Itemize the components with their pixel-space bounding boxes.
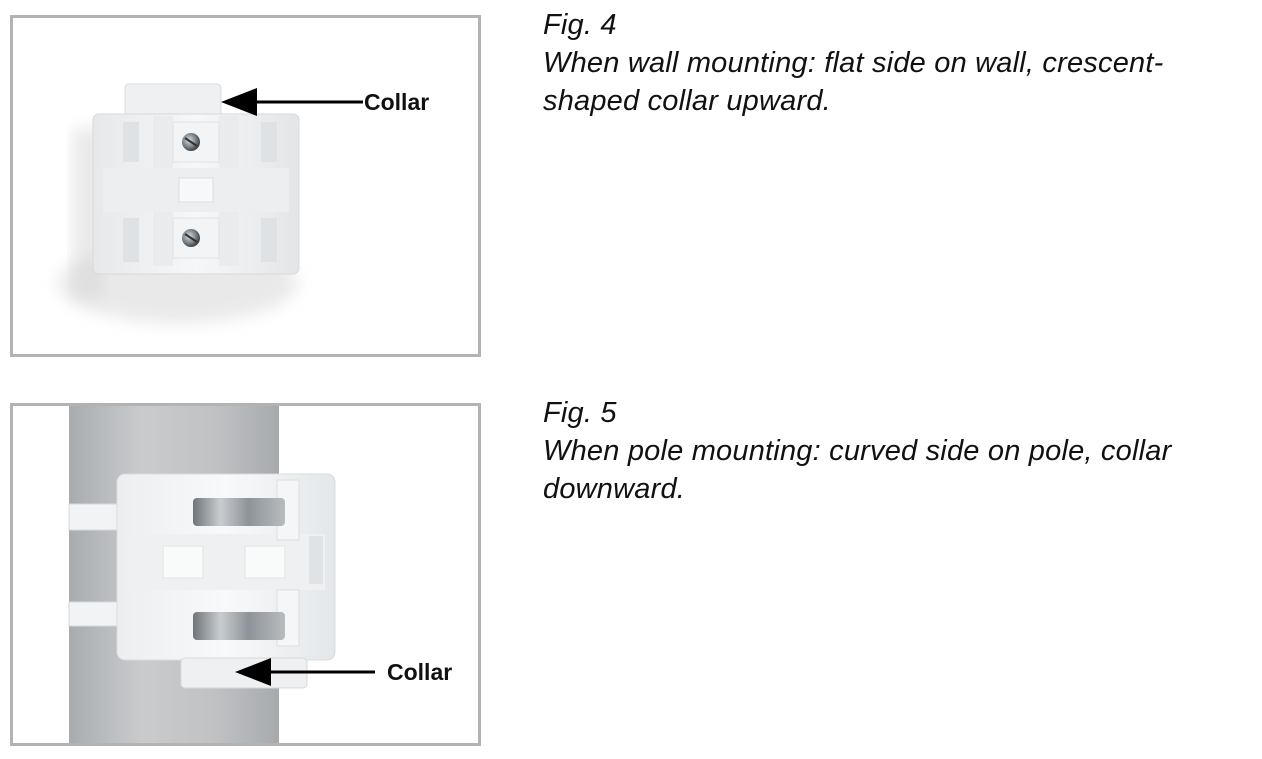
wall-bracket-illustration [58,83,363,323]
figure-4-image: Collar [10,15,481,357]
figure-4-number: Fig. 4 [543,9,617,41]
arrow-left-icon [221,88,257,116]
figure-5-caption: Fig. 5 When pole mounting: curved side o… [543,394,1243,508]
figure-5-number: Fig. 5 [543,397,617,429]
metal-band [193,612,285,640]
figure-5-image: Collar [10,403,481,746]
collar-label: Collar [364,89,430,115]
collar-label: Collar [387,659,453,685]
figure-5-caption-line-2: downward. [543,473,686,505]
figure-4-caption-line-2: shaped collar upward. [543,85,831,117]
metal-band [193,498,285,526]
figure-4-caption: Fig. 4 When wall mounting: flat side on … [543,6,1243,120]
figure-4-caption-line-1: When wall mounting: flat side on wall, c… [543,47,1164,79]
arrow-left-icon [235,658,271,686]
figure-5-caption-line-1: When pole mounting: curved side on pole,… [543,435,1172,467]
pole-bracket-illustration [68,406,375,743]
